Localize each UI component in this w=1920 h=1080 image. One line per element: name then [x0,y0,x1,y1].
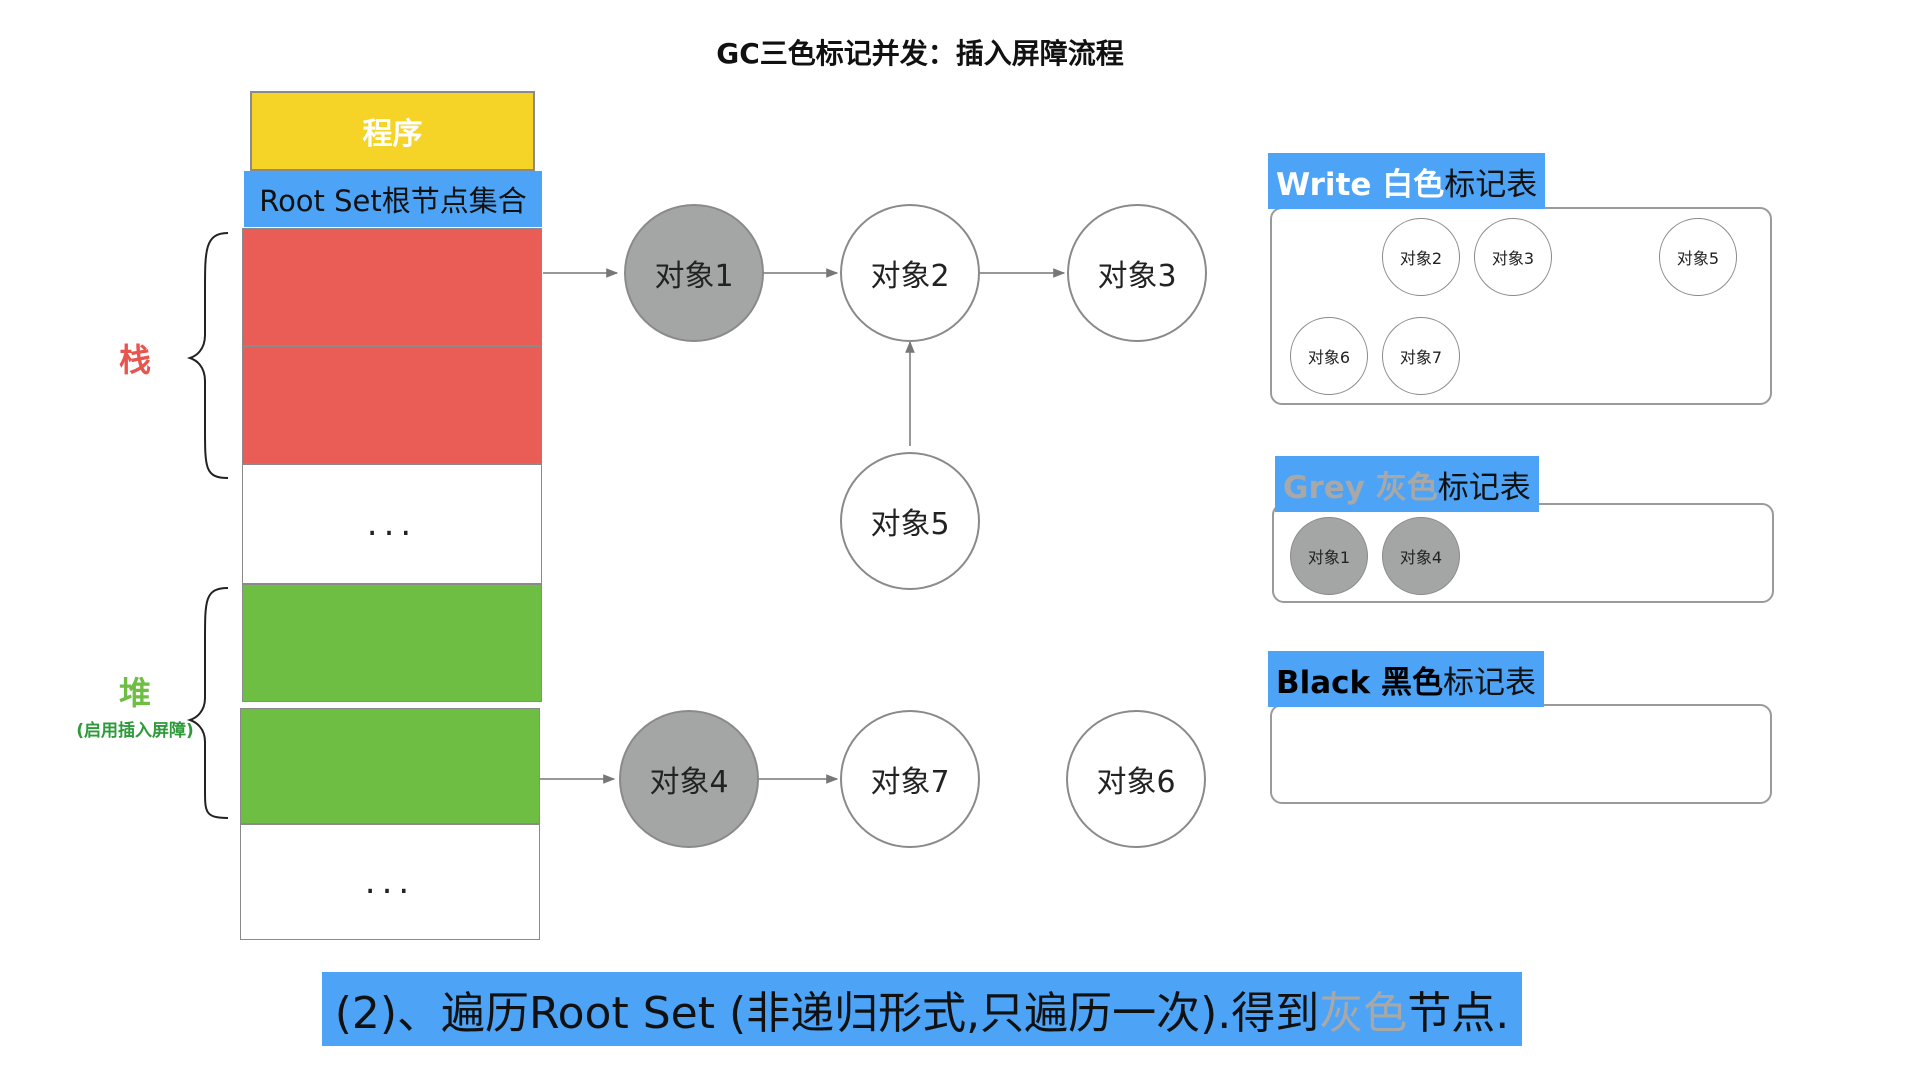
black-table-box [1270,704,1772,804]
black-table-suffix: 标记表 [1442,664,1536,701]
heap-brace [186,587,229,819]
grey-table-suffix: 标记表 [1437,469,1531,506]
stack-cell-2 [242,346,542,464]
node-obj2: 对象2 [840,204,980,342]
white-item-obj5: 对象5 [1659,218,1737,296]
white-table-header: Write 白色标记表 [1268,153,1546,209]
white-table-title: Write 白色 [1276,166,1445,203]
caption-after: 节点. [1407,988,1510,1039]
node-obj3: 对象3 [1067,204,1207,342]
black-table-header: Black 黑色标记表 [1268,651,1544,707]
heap-sublabel: (启用插入屏障) [76,721,194,741]
white-item-obj7: 对象7 [1382,317,1460,395]
caption-highlight: 灰色 [1319,988,1408,1039]
root-set-label: Root Set根节点集合 [244,171,542,227]
stack-brace [186,232,229,479]
step-caption: (2)、遍历Root Set (非递归形式,只遍历一次).得到灰色节点. [322,972,1522,1046]
node-obj4: 对象4 [619,710,759,848]
stack-cell-1 [242,228,542,346]
grey-item-obj1: 对象1 [1290,517,1368,595]
heap-label: 堆 [118,674,151,712]
black-table-title: Black 黑色 [1276,664,1443,701]
heap-cell-2 [240,708,540,824]
caption-before: (2)、遍历Root Set (非递归形式,只遍历一次).得到 [334,988,1320,1039]
node-obj1: 对象1 [624,204,764,342]
heap-cell-more: ... [240,824,540,940]
grey-table-title: Grey 灰色 [1283,469,1438,506]
white-item-obj3: 对象3 [1474,218,1552,296]
grey-table-header: Grey 灰色标记表 [1275,456,1539,512]
white-item-obj2: 对象2 [1382,218,1460,296]
white-table-suffix: 标记表 [1444,166,1538,203]
white-item-obj6: 对象6 [1290,317,1368,395]
grey-item-obj4: 对象4 [1382,517,1460,595]
stack-label: 栈 [118,341,151,379]
program-box: 程序 [250,91,535,171]
node-obj6: 对象6 [1066,710,1206,848]
stack-cell-more: ... [242,464,542,584]
node-obj5: 对象5 [840,452,980,590]
diagram-title: GC三色标记并发：插入屏障流程 [716,37,1124,70]
heap-cell-1 [242,584,542,702]
node-obj7: 对象7 [840,710,980,848]
